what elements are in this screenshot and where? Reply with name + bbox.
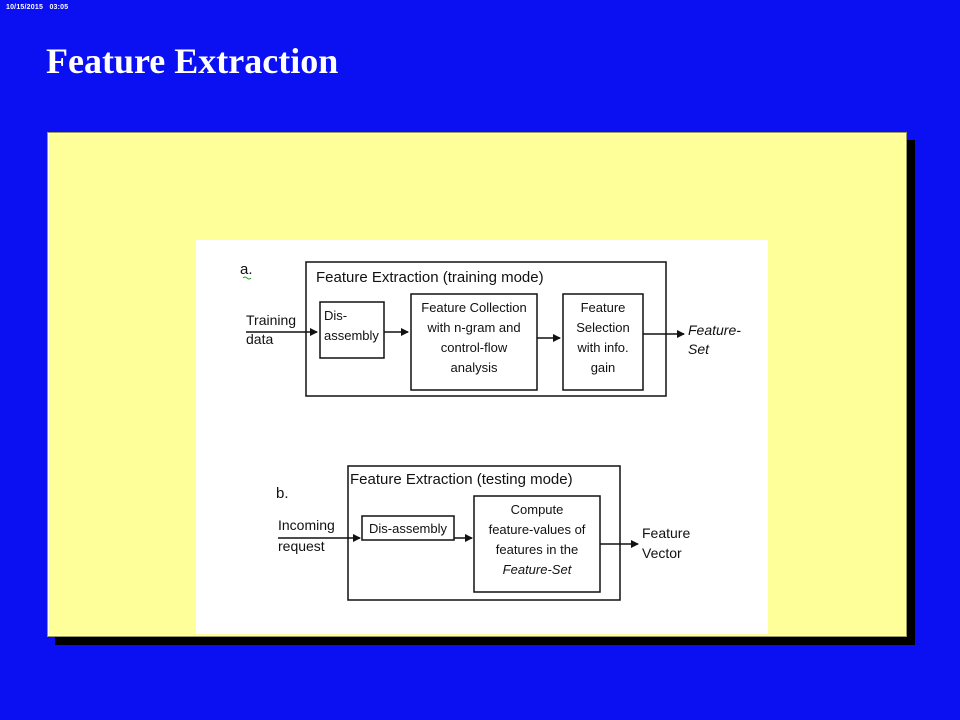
feature-selection-line-1: Feature [581,300,626,315]
training-mode-section: a. Feature Extraction (training mode) Tr… [240,261,741,397]
feature-collection-line-1: Feature Collection [421,300,527,315]
testing-input-label-2: request [278,538,325,554]
disassembly-box-b [361,515,455,541]
training-input-label-2: data [246,331,273,347]
testing-input-label-1: Incoming [278,517,335,533]
feature-collection-line-2: with n-gram and [426,320,520,335]
feature-collection-line-4: analysis [451,360,498,375]
compute-line-3: features in the [496,542,578,557]
slide-title: Feature Extraction [46,41,339,81]
compute-line-1: Compute [511,502,564,517]
feature-selection-box [562,293,644,391]
disassembly-a-line-2: assembly [324,328,379,343]
training-output-line-2: Set [688,341,710,357]
feature-selection-line-3: with info. [576,340,628,355]
feature-collection-line-3: control-flow [441,340,508,355]
testing-mode-section: b. Feature Extraction (testing mode) Inc… [276,465,690,601]
training-container-title: Feature Extraction (training mode) [316,269,544,286]
training-container [305,261,667,397]
feature-selection-line-2: Selection [576,320,629,335]
testing-output-line-1: Feature [642,525,690,541]
testing-output-line-2: Vector [642,545,682,561]
testing-container-title: Feature Extraction (testing mode) [350,471,573,488]
disassembly-a-line-1: Dis- [324,308,347,323]
slide-timestamp: 10/15/2015 03:05 [6,4,69,11]
disassembly-b-line-1: Dis-assembly [369,521,448,536]
feature-selection-line-4: gain [591,360,616,375]
feature-extraction-diagram: a. Feature Extraction (training mode) Tr… [240,261,741,601]
section-a-label: a. [240,261,253,278]
testing-container [347,465,621,601]
section-b-label: b. [276,485,289,502]
compute-line-2: feature-values of [489,522,586,537]
spellcheck-squiggle-icon [242,276,252,280]
training-output-line-1: Feature- [688,322,741,338]
compute-line-4: Feature-Set [503,562,573,577]
training-input-label-1: Training [246,312,296,328]
feature-extraction-figure: a. Feature Extraction (training mode) Tr… [196,240,768,634]
feature-collection-box [410,293,538,391]
disassembly-box-a [319,301,385,359]
